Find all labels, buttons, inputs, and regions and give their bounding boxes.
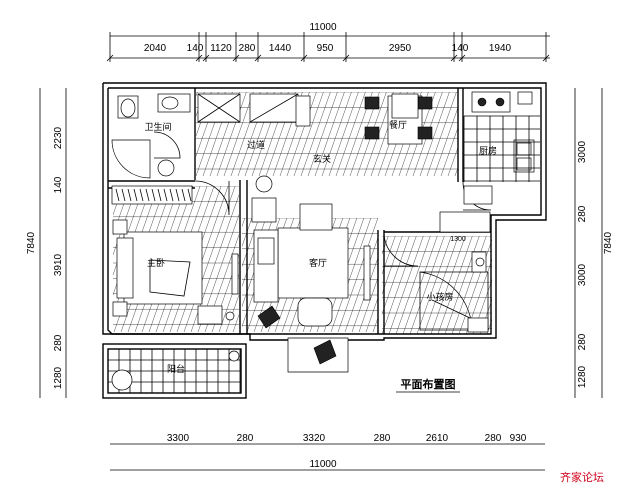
top-dim-6: 950 xyxy=(317,43,334,54)
bathroom-fixtures xyxy=(111,93,191,179)
top-total-dimension: 11000 xyxy=(309,22,337,33)
lounge-chair-icon xyxy=(313,339,337,365)
right-dim-5: 1280 xyxy=(577,365,588,388)
left-dim-3: 3910 xyxy=(53,253,64,276)
inner-dimension-note: 1300 xyxy=(450,236,466,243)
bottom-dimension-chain xyxy=(110,443,545,471)
top-dim-8: 140 xyxy=(452,43,469,54)
plan-title: 平面布置图 xyxy=(401,377,456,391)
kids-wardrobe xyxy=(439,211,491,233)
bottom-dim-6: 280 xyxy=(485,433,502,444)
kids-room-furniture xyxy=(419,211,491,333)
bottom-total-dimension: 11000 xyxy=(309,459,337,470)
lamp-icon xyxy=(475,257,485,267)
room-label-kitchen: 厨房 xyxy=(479,145,497,157)
bottom-dim-4: 280 xyxy=(374,433,391,444)
right-segment-dimensions: 3000 280 3000 280 1280 xyxy=(577,140,588,388)
balcony-fixtures xyxy=(107,348,241,394)
foyer-cabinets xyxy=(197,93,311,127)
top-dim-7: 2950 xyxy=(389,43,412,54)
kids-room-door xyxy=(383,231,419,267)
desk xyxy=(467,317,489,333)
dining-set xyxy=(364,93,433,145)
shower-icon xyxy=(111,139,151,179)
bottom-dim-1: 3300 xyxy=(167,433,190,444)
tv-cabinet xyxy=(231,253,239,295)
tv-cabinet xyxy=(363,245,371,301)
top-dimension-chain xyxy=(106,32,550,62)
dining-chair-icon xyxy=(364,126,380,140)
sofa-cushion xyxy=(257,237,275,265)
top-dim-2: 140 xyxy=(187,43,204,54)
kitchen-fixtures xyxy=(463,91,540,205)
left-dim-2: 140 xyxy=(53,176,64,193)
room-label-living-room: 客厅 xyxy=(309,257,327,269)
right-total-dimension: 7840 xyxy=(603,231,614,254)
living-furniture xyxy=(251,175,371,373)
fridge-icon xyxy=(463,185,493,205)
bed-headboard xyxy=(116,237,134,299)
room-label-bathroom: 卫生间 xyxy=(144,121,171,133)
wardrobe xyxy=(111,185,193,205)
right-dim-3: 3000 xyxy=(577,263,588,286)
bottom-dim-5: 2610 xyxy=(426,433,449,444)
room-label-foyer: 玄关 xyxy=(313,153,331,165)
top-dim-4: 280 xyxy=(239,43,256,54)
room-label-kids-room: 小孩房 xyxy=(426,291,453,303)
rug xyxy=(277,227,349,299)
top-dim-1: 2040 xyxy=(144,43,167,54)
side-cabinet xyxy=(295,95,311,127)
right-dim-4: 280 xyxy=(577,333,588,350)
right-dim-1: 3000 xyxy=(577,140,588,163)
side-table xyxy=(251,197,277,223)
watermark-text: 齐家论坛 xyxy=(560,470,604,484)
stove-icon xyxy=(471,91,511,113)
floor-drain-icon xyxy=(157,159,175,177)
dining-chair-icon xyxy=(417,126,433,140)
room-label-master-bedroom: 主卧 xyxy=(147,257,165,269)
left-dim-5: 1280 xyxy=(53,366,64,389)
plant-icon xyxy=(255,175,273,193)
room-label-dining: 餐厅 xyxy=(389,119,407,131)
bottom-dim-3: 3320 xyxy=(303,433,326,444)
bottom-dim-2: 280 xyxy=(237,433,254,444)
floor-drain-icon xyxy=(228,350,240,362)
top-dim-3: 1120 xyxy=(210,43,232,54)
nightstand xyxy=(112,219,128,235)
left-dimension-chain xyxy=(39,88,67,398)
right-dimension-chain xyxy=(574,88,603,398)
bottom-dim-7: 930 xyxy=(510,433,527,444)
armchair xyxy=(299,203,333,231)
nightstand xyxy=(112,301,128,317)
top-segment-dimensions: 2040 140 1120 280 1440 950 2950 140 1940 xyxy=(144,43,512,54)
dining-chair-icon xyxy=(364,96,380,110)
bedroom-furniture xyxy=(111,185,239,325)
room-label-corridor: 过道 xyxy=(247,139,265,151)
top-dim-9: 1940 xyxy=(489,43,512,54)
bedroom-door xyxy=(194,180,230,216)
left-total-dimension: 7840 xyxy=(26,231,37,254)
room-label-balcony: 阳台 xyxy=(167,363,185,375)
bottom-segment-dimensions: 3300 280 3320 280 2610 280 930 xyxy=(167,433,527,444)
balcony-plant-icon xyxy=(111,369,133,391)
desk xyxy=(197,305,223,325)
chair-icon xyxy=(225,311,235,321)
left-segment-dimensions: 2230 140 3910 280 1280 xyxy=(53,126,64,389)
balcony-outline xyxy=(102,343,247,399)
right-dim-2: 280 xyxy=(577,205,588,222)
coffee-table xyxy=(297,297,333,327)
top-dim-5: 1440 xyxy=(269,43,292,54)
left-dim-1: 2230 xyxy=(53,126,64,149)
armchair-icon xyxy=(257,305,281,329)
bathroom-door xyxy=(153,131,181,159)
dining-chair-icon xyxy=(417,96,433,110)
left-dim-4: 280 xyxy=(53,334,64,351)
